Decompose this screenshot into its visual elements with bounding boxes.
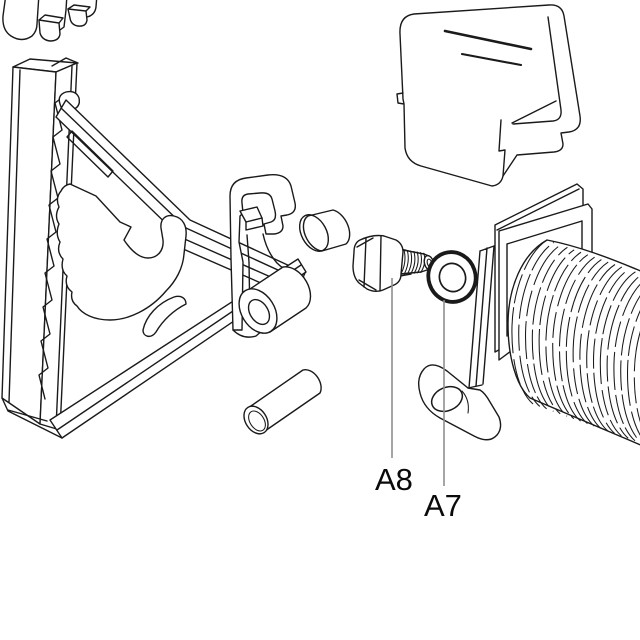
part-label-a8: A8 bbox=[375, 462, 413, 497]
cover-cap bbox=[396, 4, 581, 187]
duct-bracket-foot bbox=[417, 245, 502, 441]
crescent-slot bbox=[142, 295, 187, 337]
cover-accent-line bbox=[443, 29, 533, 51]
partial-assembly-icon bbox=[2, 0, 98, 42]
washer-a7 bbox=[426, 250, 478, 304]
pin bbox=[243, 368, 322, 435]
cover-accent-line bbox=[460, 52, 523, 67]
hex-fitting-a8 bbox=[352, 234, 435, 292]
plug-cap bbox=[298, 209, 351, 252]
corrugated-hose bbox=[507, 239, 640, 449]
threads bbox=[400, 249, 426, 275]
inner-cam-island bbox=[55, 183, 187, 321]
part-label-a7: A7 bbox=[424, 488, 462, 523]
mounting-bracket bbox=[1, 57, 307, 439]
bushing bbox=[238, 266, 312, 334]
hex-head bbox=[352, 234, 404, 292]
serration-teeth bbox=[38, 95, 65, 400]
